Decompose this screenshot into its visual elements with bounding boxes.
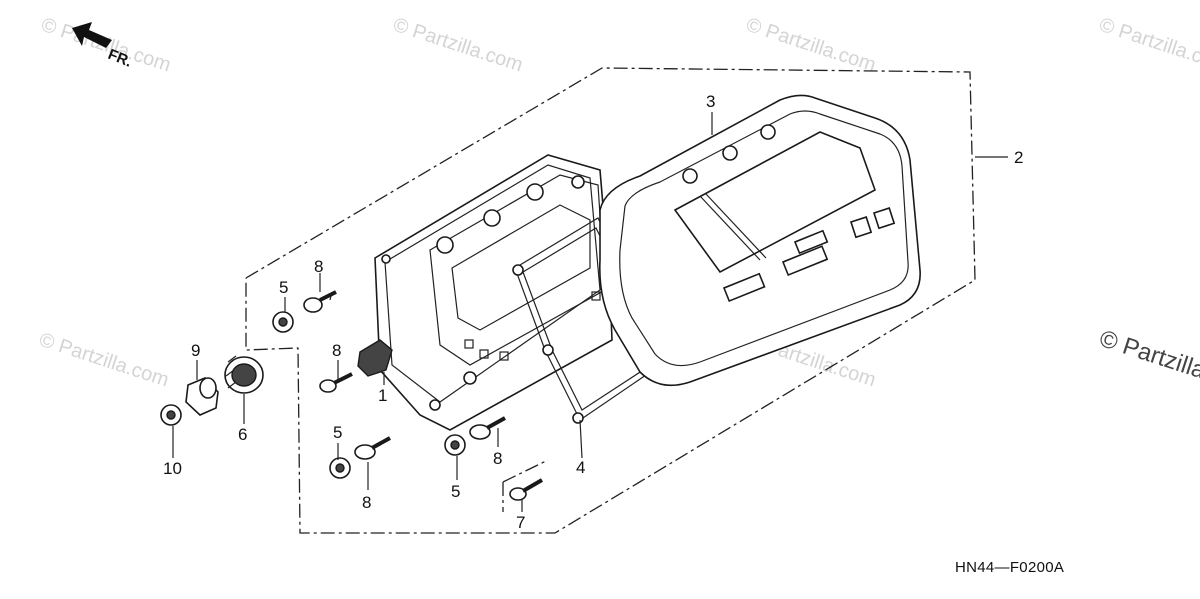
meter-upper-cover bbox=[598, 94, 921, 387]
screw-part bbox=[354, 436, 391, 460]
callout-2: 2 bbox=[1014, 148, 1023, 167]
callout-3: 3 bbox=[706, 92, 715, 111]
callout-4: 4 bbox=[576, 458, 585, 477]
screw-part bbox=[509, 478, 544, 501]
grommet-part bbox=[444, 434, 466, 456]
callout-8: 8 bbox=[493, 449, 502, 468]
meter-lower-case bbox=[374, 154, 613, 431]
watermark-right: © Partzilla bbox=[1096, 325, 1200, 385]
callout-5: 5 bbox=[279, 278, 288, 297]
watermark: © Partzilla.com bbox=[743, 14, 878, 77]
screw-part bbox=[319, 372, 353, 393]
watermark: © Partzilla.com bbox=[1096, 14, 1200, 77]
screw-part bbox=[469, 416, 506, 440]
callout-5: 5 bbox=[451, 482, 460, 501]
screw-part bbox=[303, 290, 337, 313]
assembly-boundary bbox=[245, 67, 976, 534]
callout-9: 9 bbox=[191, 341, 200, 360]
drawing-code: HN44—F0200A bbox=[955, 559, 1064, 576]
watermark: © Partzilla.com bbox=[36, 329, 171, 392]
arrow-icon bbox=[72, 22, 112, 48]
screw-group-marker bbox=[502, 459, 549, 483]
callouts: 3 2 4 1 8 5 8 5 8 5 8 7 9 6 10 bbox=[163, 92, 1023, 532]
watermark: © Partzilla.com bbox=[390, 14, 525, 77]
clip-part bbox=[357, 339, 393, 377]
callout-8: 8 bbox=[332, 341, 341, 360]
nut-part bbox=[160, 404, 182, 426]
callout-8: 8 bbox=[314, 257, 323, 276]
callout-1: 1 bbox=[378, 386, 387, 405]
rubber-mount-part bbox=[224, 355, 264, 394]
grommet-part bbox=[272, 311, 294, 333]
leader-lines bbox=[172, 112, 1008, 512]
collar-part bbox=[185, 377, 219, 416]
callout-10: 10 bbox=[163, 459, 182, 478]
callout-8: 8 bbox=[362, 493, 371, 512]
callout-5: 5 bbox=[333, 423, 342, 442]
callout-6: 6 bbox=[238, 425, 247, 444]
grommet-part bbox=[329, 457, 351, 479]
callout-7: 7 bbox=[516, 513, 525, 532]
